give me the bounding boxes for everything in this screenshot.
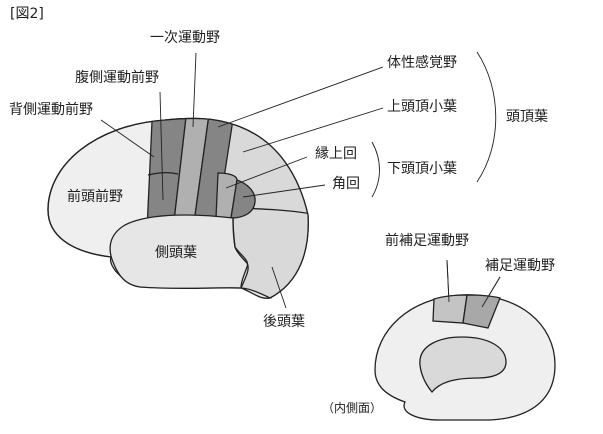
label-medial-view: （内側面）: [322, 401, 383, 415]
leader-lines: [100, 52, 501, 309]
sma-region: [462, 294, 501, 329]
parietal-lobe-bracket: [476, 51, 497, 183]
pre-sma-region: [432, 294, 468, 324]
label-occipital-lobe: 後頭葉: [263, 314, 305, 330]
inferior-parietal-bracket: [371, 141, 380, 198]
premotor-divider: [147, 171, 179, 176]
label-pre-sma: 前補足運動野: [385, 233, 469, 249]
label-parietal-lobe: 頭頂葉: [506, 109, 548, 125]
label-temporal-lobe: 側頭葉: [155, 245, 197, 261]
label-dorsal-premotor: 背側運動前野: [9, 102, 93, 118]
medial-inner-region: [419, 336, 507, 394]
label-angular: 角回: [332, 176, 360, 192]
label-sma: 補足運動野: [485, 258, 555, 274]
brain-outline: [47, 117, 309, 299]
label-inferior-parietal: 下頭頂小葉: [387, 161, 457, 177]
label-somatosensory: 体性感覚野: [387, 55, 457, 71]
occipito-temporal-boundary: [232, 217, 249, 289]
angular-gyrus: [230, 179, 256, 219]
label-supramarginal: 縁上回: [315, 146, 357, 162]
label-prefrontal: 前頭前野: [67, 189, 123, 205]
label-primary-motor: 一次運動野: [150, 30, 220, 46]
temporal-lobe: [109, 214, 272, 299]
figure-label: [図2]: [10, 6, 44, 22]
label-ventral-premotor: 腹側運動前野: [75, 70, 159, 86]
label-superior-parietal: 上頭頂小葉: [387, 99, 457, 115]
